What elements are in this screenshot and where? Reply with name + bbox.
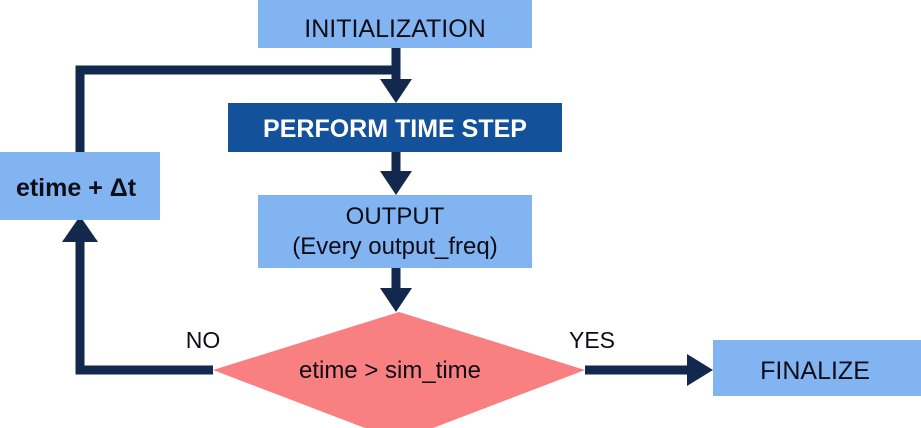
- node-decision[interactable]: etime > sim_time: [213, 312, 585, 428]
- connector-init-to-timestep: [380, 48, 412, 103]
- edge-label-no: NO: [186, 327, 221, 353]
- node-increment[interactable]: etime + Δt: [0, 152, 160, 220]
- perform-time-step-label: PERFORM TIME STEP: [263, 115, 527, 143]
- perform-time-step-box: [228, 103, 562, 152]
- output-box: [258, 195, 532, 268]
- output-label-line1: OUTPUT: [346, 203, 445, 230]
- node-finalize[interactable]: FINALIZE: [713, 340, 921, 396]
- connectors-group: [62, 48, 713, 386]
- increment-label: etime + Δt: [16, 174, 137, 202]
- increment-box: [0, 152, 160, 220]
- connector-yes-branch: [585, 354, 713, 386]
- decision-diamond: [213, 312, 585, 428]
- output-label-line2: (Every output_freq): [292, 233, 497, 260]
- initialization-label: INITIALIZATION: [304, 15, 486, 43]
- decision-label: etime > sim_time: [299, 357, 481, 384]
- node-output[interactable]: OUTPUT (Every output_freq): [258, 195, 532, 268]
- connector-timestep-to-output: [380, 152, 412, 195]
- connector-output-to-decision: [380, 268, 412, 312]
- connector-no-branch: [62, 216, 213, 375]
- node-perform-time-step[interactable]: PERFORM TIME STEP: [228, 103, 562, 152]
- edge-label-yes: YES: [569, 327, 615, 353]
- finalize-box: [713, 340, 921, 396]
- connector-loop-return: [75, 65, 396, 152]
- node-initialization[interactable]: INITIALIZATION: [258, 0, 532, 48]
- finalize-label: FINALIZE: [760, 357, 870, 385]
- initialization-box: [258, 0, 532, 48]
